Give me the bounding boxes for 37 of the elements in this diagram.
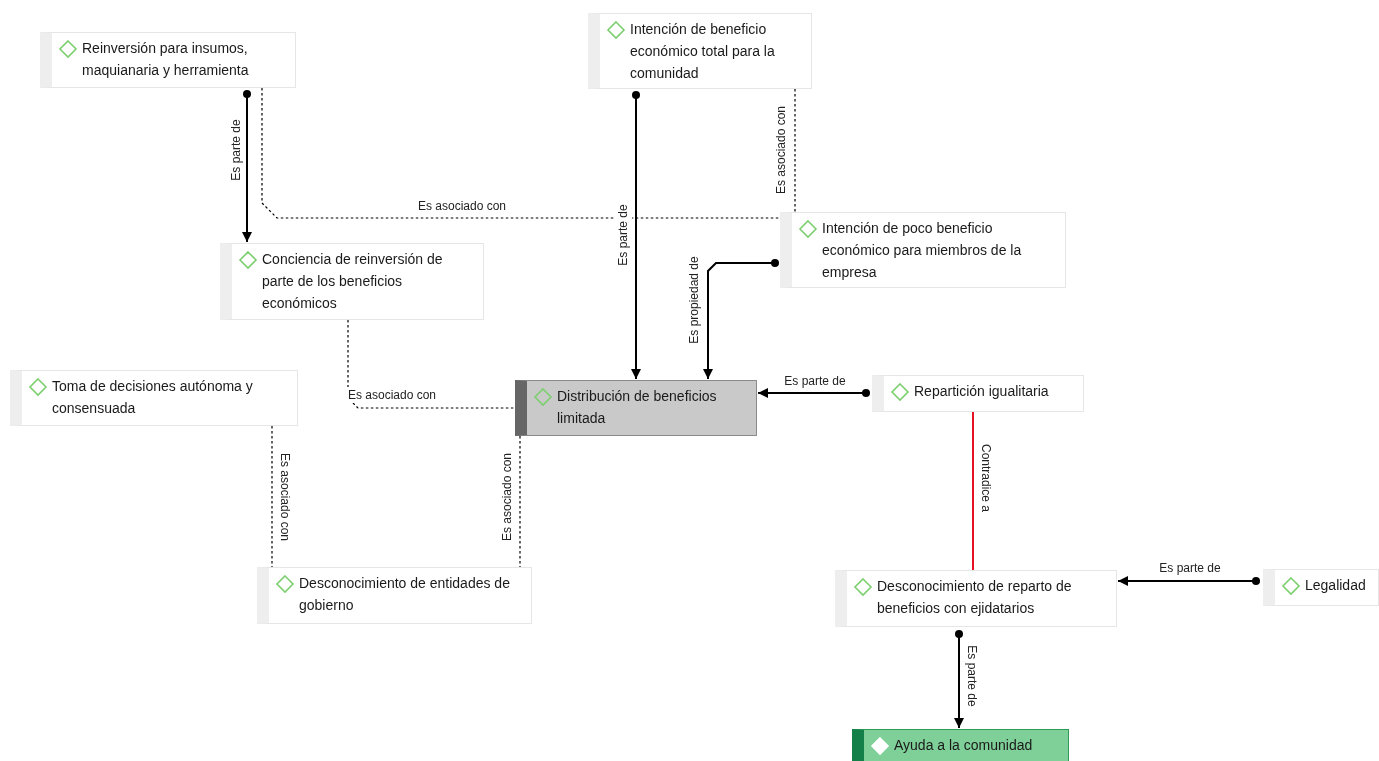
concept-box	[852, 729, 1069, 761]
concept-box	[257, 567, 532, 624]
dotted-connector	[347, 319, 516, 409]
node-text: Reinversión para insumos, maquianaria y herramienta	[82, 39, 250, 80]
arrow	[703, 259, 779, 380]
node-text: Desconocimiento de reparto de beneficios con ejidatarios	[877, 577, 1073, 618]
concept-box	[10, 370, 298, 426]
arrow	[631, 91, 641, 380]
concept-box	[588, 13, 812, 89]
arrow	[242, 90, 252, 243]
dotted-connector	[519, 435, 521, 568]
arrow	[1117, 576, 1260, 586]
node-text: Conciencia de reinversión de parte de los beneficios económicos	[262, 250, 444, 313]
node-text: Toma de decisiones autónoma y consensuada	[52, 377, 254, 418]
concept-box	[780, 212, 1066, 288]
dotted-connector	[271, 425, 273, 568]
node-text: Repartición igualitaria	[914, 382, 1050, 401]
node-text: Intención de beneficio económico total para la comunidad	[630, 20, 776, 83]
concept-box	[835, 570, 1117, 627]
arrow	[954, 630, 964, 729]
edge-label: Es parte de	[782, 373, 848, 389]
concept-box	[1263, 569, 1379, 606]
node-text: Intención de poco beneficio económico para miembros de la empresa	[822, 219, 1023, 282]
node-text: Distribución de beneficios limitada	[557, 387, 718, 428]
node-text: Legalidad	[1305, 576, 1367, 595]
node-text: Desconocimiento de entidades de gobierno	[299, 574, 511, 615]
concept-box	[515, 380, 757, 436]
concept-box	[872, 375, 1084, 412]
arrow	[757, 388, 870, 398]
edge-label: Es parte de	[1157, 560, 1223, 576]
concept-box	[40, 32, 296, 88]
dotted-connector	[261, 87, 781, 219]
node-text: Ayuda a la comunidad	[894, 736, 1034, 755]
dotted-connector	[794, 88, 796, 213]
edge-label: Es asociado con	[345, 387, 439, 403]
concept-box	[220, 243, 484, 320]
edge-label: Es parte de	[614, 203, 632, 267]
